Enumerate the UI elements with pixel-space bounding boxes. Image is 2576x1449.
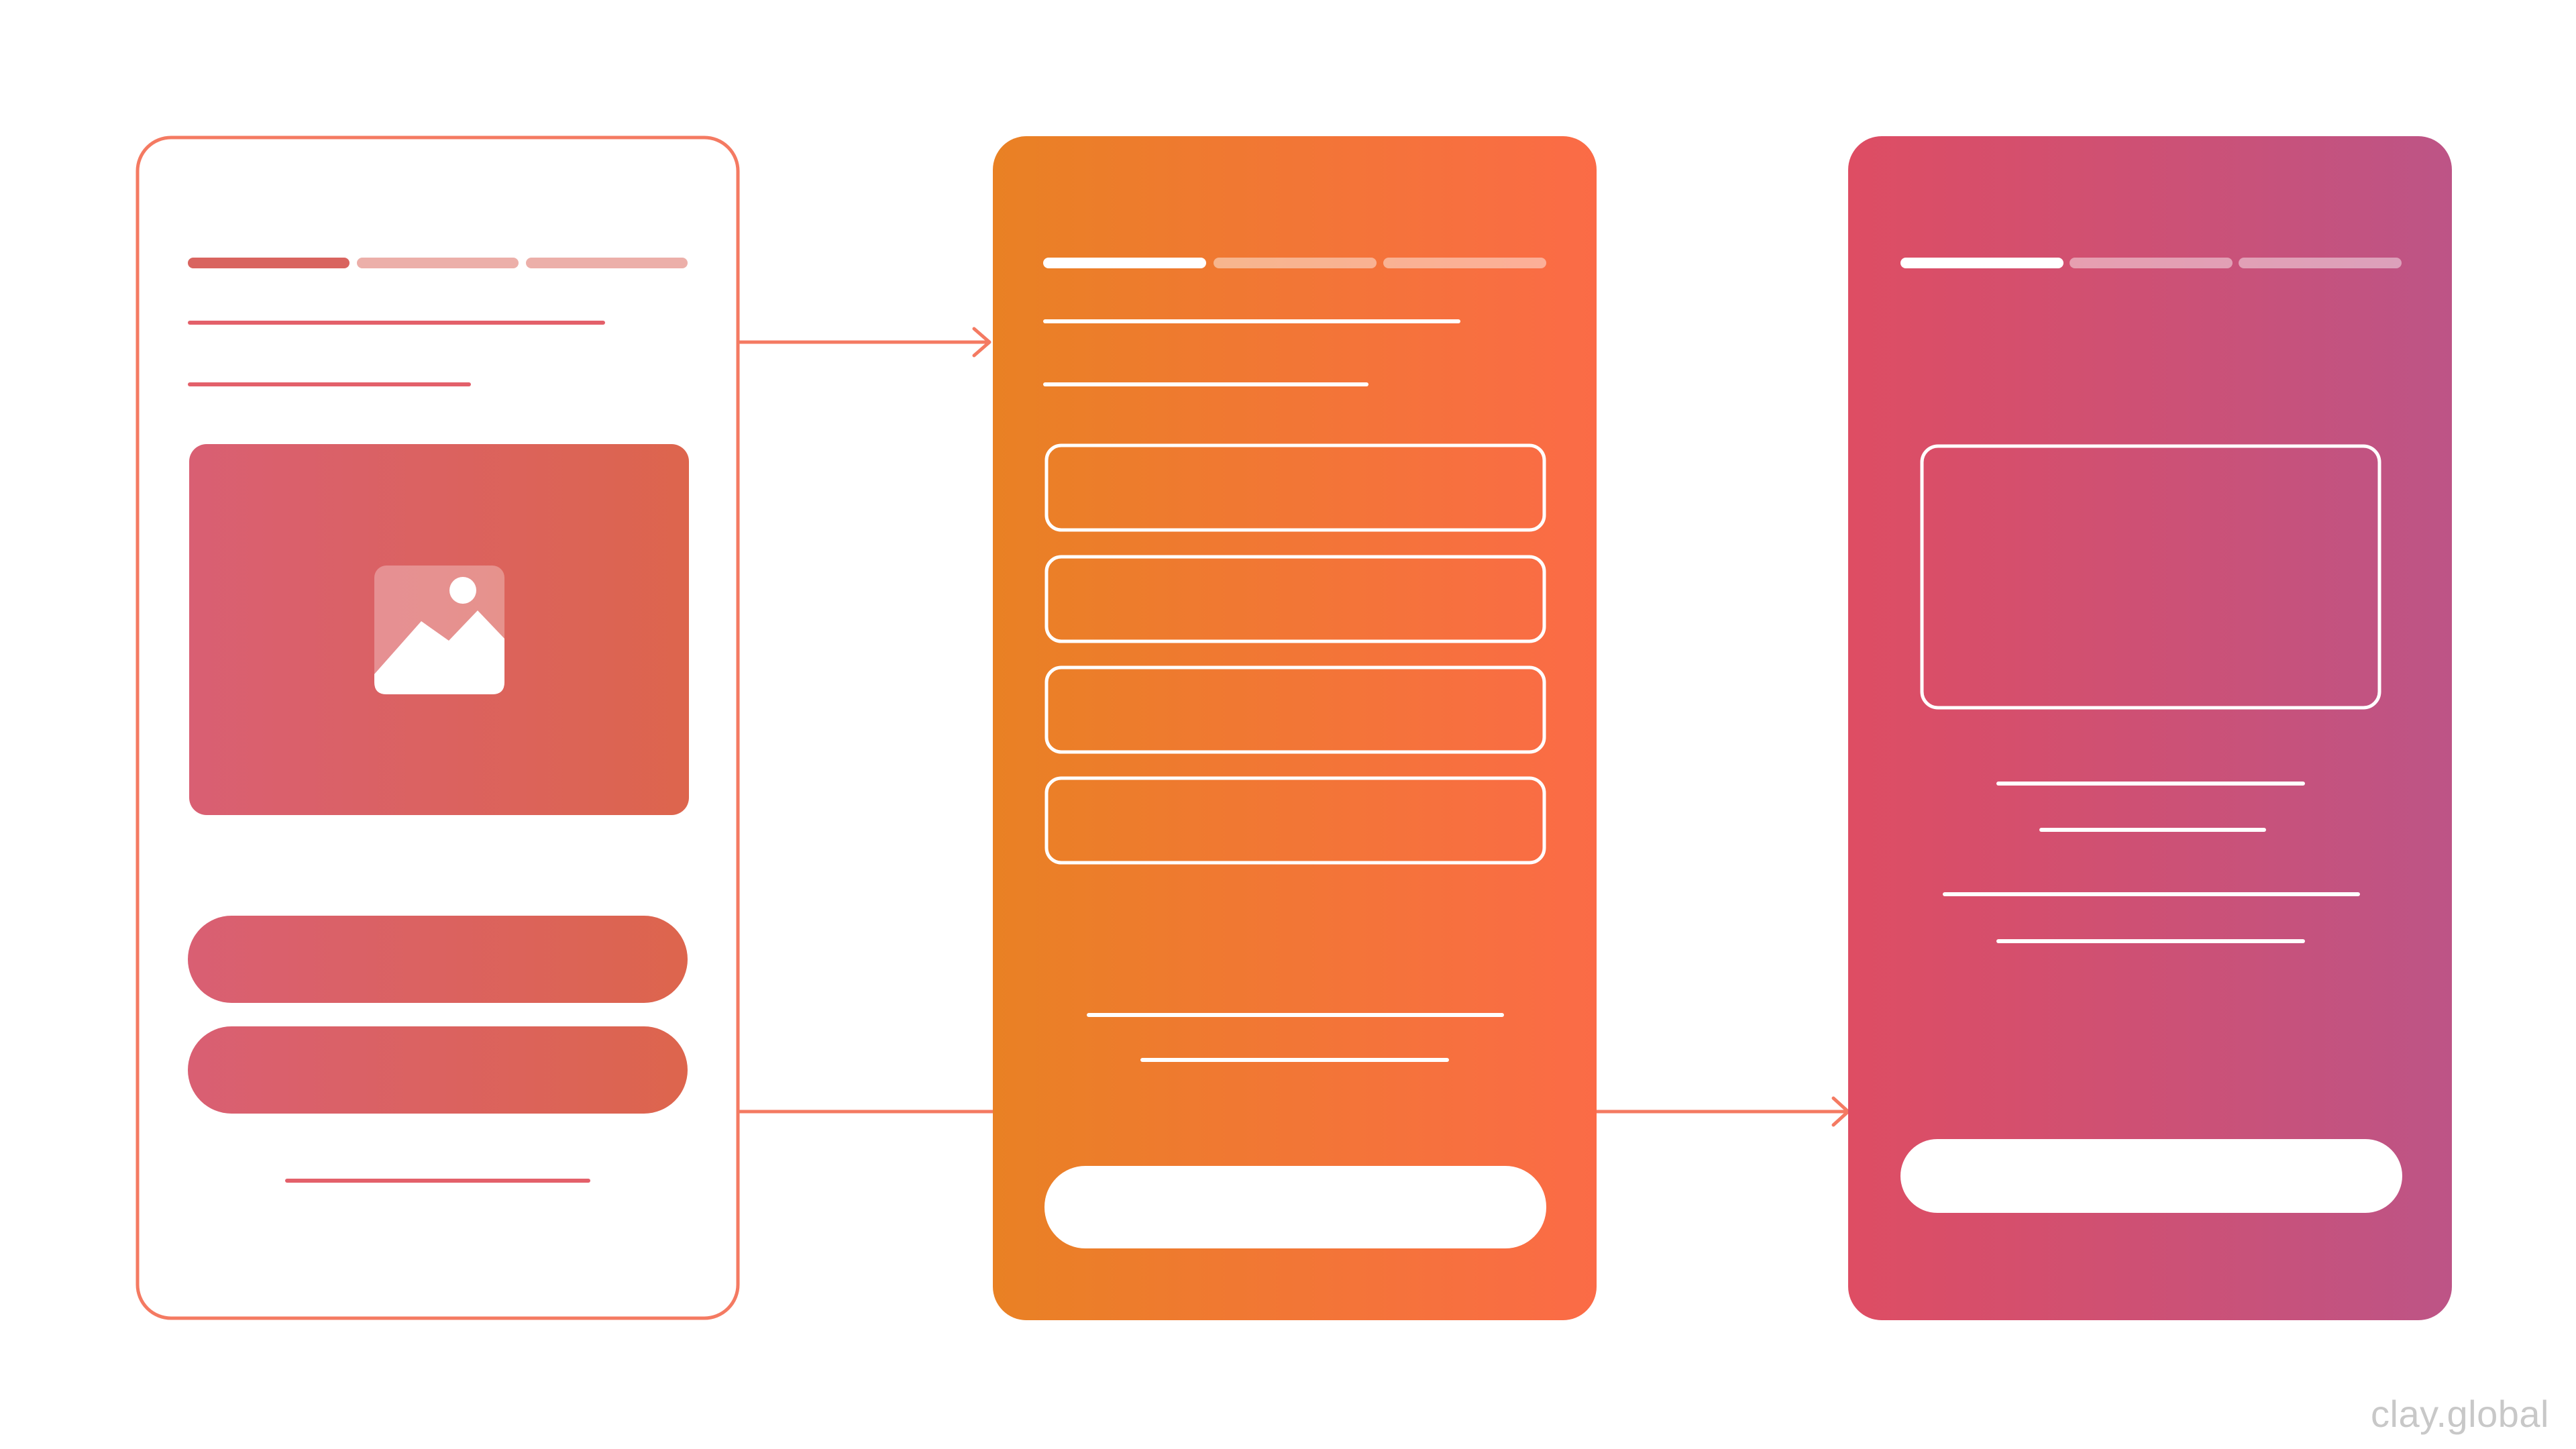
progress-step xyxy=(1214,258,1377,268)
image-placeholder xyxy=(189,444,689,815)
image-icon xyxy=(374,566,504,694)
progress-step xyxy=(1383,258,1546,268)
text-line xyxy=(1996,939,2305,943)
confirm-button[interactable] xyxy=(1900,1139,2402,1213)
screen-form xyxy=(993,136,1597,1320)
progress-indicator xyxy=(1043,258,1546,268)
phone-frame xyxy=(1848,136,2452,1320)
progress-step-active xyxy=(1900,258,2063,268)
progress-indicator xyxy=(1900,258,2402,268)
watermark-text: clay.global xyxy=(2371,1393,2549,1435)
secondary-button[interactable] xyxy=(188,1026,688,1114)
text-line xyxy=(1943,892,2360,896)
phone-frame xyxy=(993,136,1597,1320)
progress-step xyxy=(2070,258,2233,268)
screen-confirmation xyxy=(1848,136,2452,1320)
progress-step-active xyxy=(1043,258,1206,268)
connector-welcome-to-form xyxy=(738,327,991,358)
progress-step xyxy=(357,258,519,268)
input-field[interactable] xyxy=(1044,443,1546,532)
caption-line xyxy=(1087,1013,1504,1017)
text-line xyxy=(2039,828,2266,832)
subtitle-line xyxy=(188,382,471,386)
title-line xyxy=(188,321,605,325)
input-field[interactable] xyxy=(1044,555,1546,643)
progress-step xyxy=(2239,258,2402,268)
subtitle-line xyxy=(1043,382,1368,386)
submit-button[interactable] xyxy=(1044,1166,1546,1248)
input-field[interactable] xyxy=(1044,776,1546,865)
footer-link-line[interactable] xyxy=(285,1179,590,1183)
caption-line xyxy=(1140,1058,1449,1062)
progress-step xyxy=(526,258,688,268)
arrowhead-icon xyxy=(972,327,991,358)
progress-indicator xyxy=(188,258,688,268)
primary-button[interactable] xyxy=(188,916,688,1003)
text-line xyxy=(1996,782,2305,786)
content-card xyxy=(1920,444,2381,710)
input-field[interactable] xyxy=(1044,665,1546,754)
title-line xyxy=(1043,319,1460,323)
progress-step-active xyxy=(188,258,350,268)
screen-welcome xyxy=(136,136,740,1320)
